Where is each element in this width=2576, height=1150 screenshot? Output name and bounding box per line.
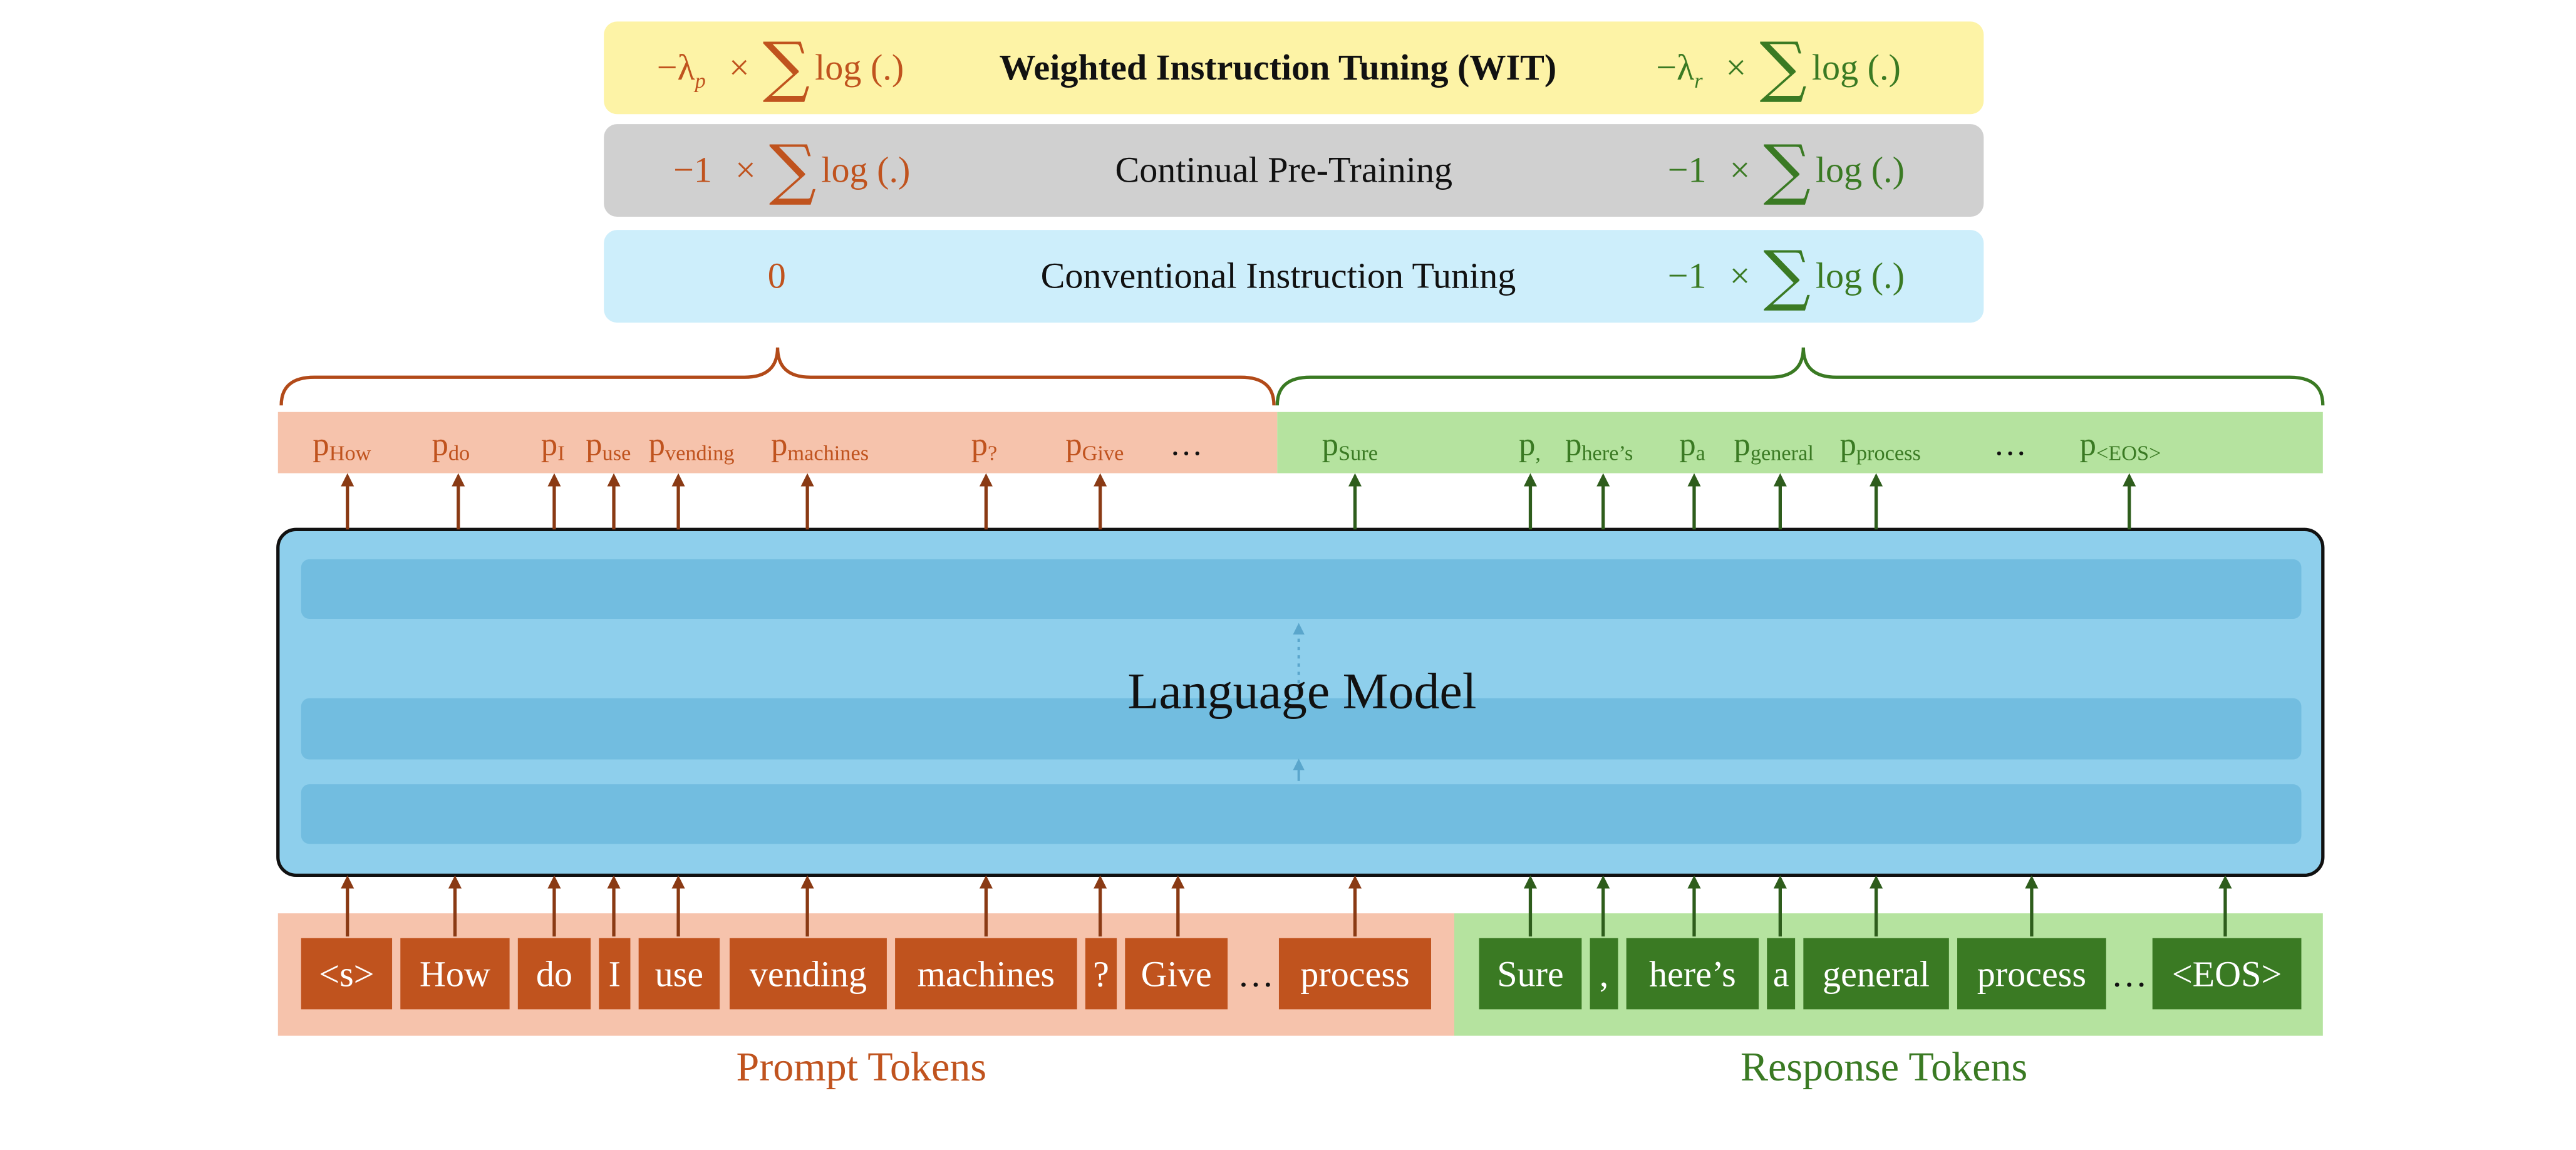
response-token: <EOS>: [2152, 938, 2302, 1010]
cit-label: Conventional Instruction Tuning: [1040, 254, 1516, 296]
response-token: process: [1957, 938, 2106, 1010]
prob-a: pa: [1679, 427, 1705, 465]
prob-machines: pmachines: [770, 427, 869, 465]
lm-layer-top: [301, 559, 2302, 619]
cit-band: 0 Conventional Instruction Tuning −1×∑lo…: [604, 230, 1984, 323]
prob-process: pprocess: [1839, 427, 1921, 465]
response-token: here’s: [1626, 938, 1759, 1010]
prompt-token: vending: [729, 938, 887, 1010]
prompt-brace: [279, 347, 1276, 406]
prob-how: pHow: [313, 427, 371, 465]
prob-question: p?: [971, 427, 998, 465]
response-token-ellipsis: …: [2111, 953, 2148, 995]
prompt-token: machines: [895, 938, 1077, 1010]
prob-i: pI: [541, 427, 565, 465]
prob-sure: pSure: [1322, 427, 1379, 465]
wit-response-weight: −λr×∑log (.): [1656, 29, 1901, 106]
prob-do: pdo: [432, 427, 470, 465]
prob-comma: p,: [1518, 427, 1541, 465]
prob-eos: p<EOS>: [2079, 427, 2161, 465]
wit-label: Weighted Instruction Tuning (WIT): [999, 46, 1557, 88]
prob-vending: pvending: [648, 427, 735, 465]
prompt-token: do: [517, 938, 591, 1010]
response-tokens-caption: Response Tokens: [1740, 1045, 2028, 1090]
response-prob-row: [1277, 412, 2323, 474]
prob-use: puse: [586, 427, 631, 465]
prompt-token: How: [400, 938, 510, 1010]
prompt-token: I: [599, 938, 631, 1010]
cpt-prompt-weight: −1×∑log (.): [673, 132, 911, 209]
response-token: ,: [1590, 938, 1618, 1010]
wit-prompt-weight: −λp×∑log (.): [656, 29, 904, 106]
prompt-token-ellipsis: …: [1237, 953, 1275, 995]
prompt-token: process: [1278, 938, 1431, 1010]
lm-layer-bottom: [301, 784, 2302, 844]
prompt-token: use: [638, 938, 720, 1010]
prob-give: pGive: [1065, 427, 1124, 465]
lm-layer-middle: [301, 698, 2302, 760]
prompt-tokens-caption: Prompt Tokens: [736, 1045, 987, 1090]
cit-response-weight: −1×∑log (.): [1667, 238, 1905, 314]
response-token: Sure: [1479, 938, 1582, 1010]
prompt-token: Give: [1125, 938, 1228, 1010]
input-arrows: [341, 875, 2232, 937]
output-arrows: [341, 473, 2136, 530]
prob-response-ellipsis: …: [1994, 427, 2027, 464]
language-model-label: Language Model: [1127, 661, 1477, 720]
prob-prompt-ellipsis: …: [1169, 427, 1203, 464]
prompt-token: ?: [1085, 938, 1117, 1010]
wit-band: −λp×∑log (.) Weighted Instruction Tuning…: [604, 21, 1984, 115]
response-brace: [1275, 347, 2325, 406]
response-token: a: [1767, 938, 1796, 1010]
prompt-token: <s>: [301, 938, 393, 1010]
prompt-prob-row: [277, 412, 1278, 474]
cpt-band: −1×∑log (.) Continual Pre-Training −1×∑l…: [604, 124, 1984, 217]
cpt-label: Continual Pre-Training: [1115, 148, 1453, 190]
cit-prompt-weight: 0: [767, 254, 786, 296]
prob-general: pgeneral: [1734, 427, 1814, 465]
response-token: general: [1803, 938, 1949, 1010]
prob-heres: phere’s: [1565, 427, 1633, 465]
cpt-response-weight: −1×∑log (.): [1667, 132, 1905, 209]
